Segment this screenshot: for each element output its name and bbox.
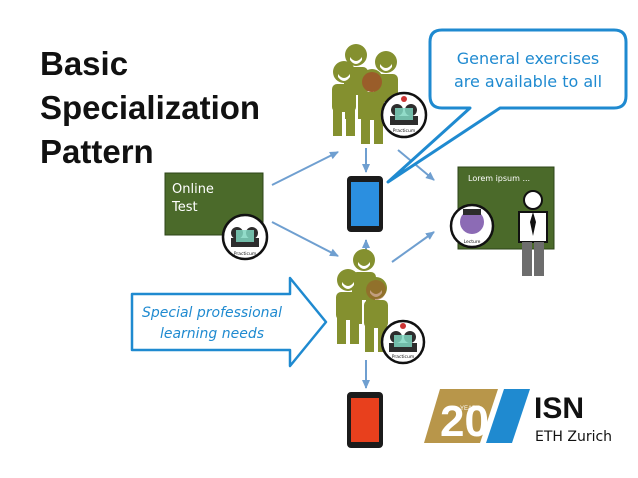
arrow-test-to-phone: [271, 221, 339, 257]
lecturer-figure: [518, 190, 548, 276]
logo-institution: ETH Zurich: [535, 429, 612, 445]
online-test-line1: Online: [172, 182, 214, 197]
logo-brand: ISN: [534, 392, 584, 425]
practicum-badge-top-label: Practicum: [393, 128, 415, 134]
arrow-test-to-group: [271, 151, 339, 186]
callout-line2: are available to all: [454, 72, 602, 91]
lecture-badge-label: Lecture: [464, 239, 481, 245]
isn-logo: 20 YEARS ISN ETH Zurich: [424, 389, 612, 446]
logo-years: YEARS: [460, 406, 480, 412]
callout-line1: General exercises: [457, 49, 600, 68]
special-needs-line1: Special professional: [142, 305, 282, 321]
special-needs-arrow: Special professional learning needs: [130, 276, 328, 368]
lower-learner-group: Practicum: [336, 249, 426, 365]
red-tablet: [347, 392, 383, 448]
practicum-badge-top: Practicum: [380, 91, 428, 139]
online-test-line2: Test: [171, 200, 198, 215]
online-test-board: Online Test Practicum: [164, 172, 269, 261]
practicum-badge-test: Practicum: [221, 213, 269, 261]
title-line1: Basic: [40, 45, 129, 82]
logo-blue-band: [486, 389, 530, 443]
lecture-badge: Lecture: [449, 203, 495, 249]
lecture-blackboard: Lorem ipsum ... Lecture: [449, 166, 555, 276]
arrow-lower-to-lecture: [391, 231, 435, 263]
title-line3: Pattern: [40, 133, 154, 170]
practicum-badge-lower-label: Practicum: [392, 354, 414, 360]
special-needs-line2: learning needs: [160, 326, 264, 342]
practicum-badge-test-label: Practicum: [234, 251, 256, 257]
title-line2: Specialization: [40, 89, 261, 126]
top-learner-group: Practicum: [332, 44, 428, 144]
logo-number: 20: [440, 397, 489, 446]
blackboard-text: Lorem ipsum ...: [468, 174, 530, 183]
logo-gold-band: [424, 389, 498, 443]
blue-tablet: [347, 176, 383, 232]
practicum-badge-lower: Practicum: [380, 319, 426, 365]
general-exercises-callout: General exercises are available to all: [386, 28, 628, 184]
